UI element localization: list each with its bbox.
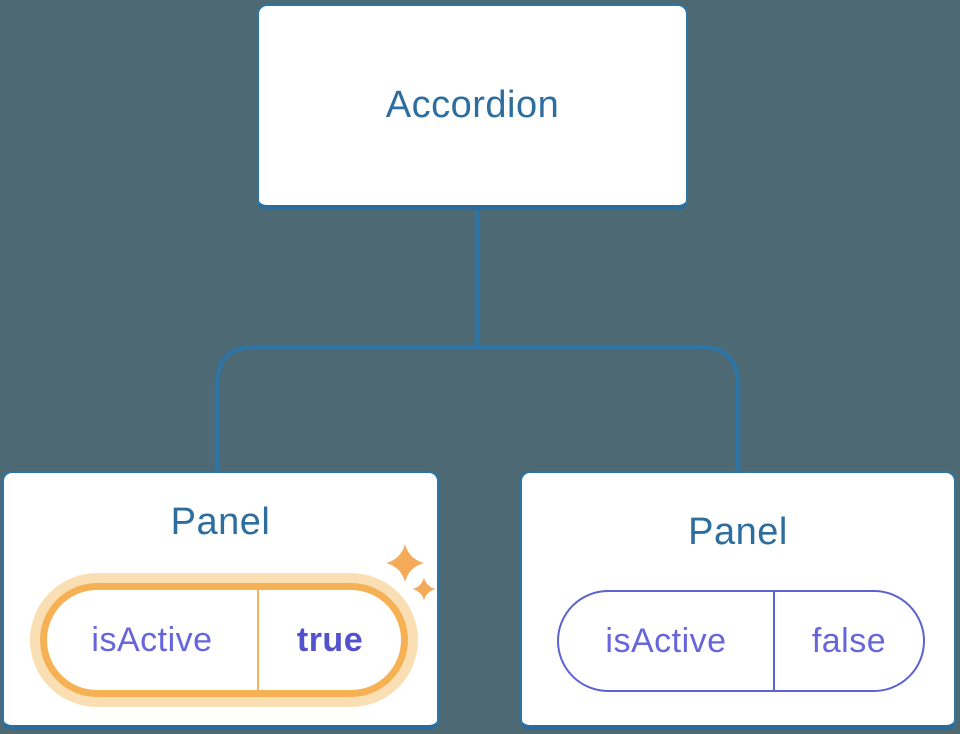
- panel-node-active: Panel isActive true: [2, 471, 439, 730]
- prop-value: false: [811, 621, 887, 660]
- accordion-node-label: Accordion: [385, 84, 560, 126]
- prop-pill-active: isActive true: [40, 583, 408, 697]
- prop-name: isActive: [47, 590, 259, 690]
- accordion-node: Accordion: [257, 4, 688, 210]
- prop-value: true: [296, 620, 364, 659]
- sparkles-icon: [386, 544, 436, 601]
- prop-pill-inactive: isActive false: [557, 590, 925, 692]
- panel-title: Panel: [170, 501, 271, 543]
- prop-name: isActive: [559, 592, 775, 690]
- panel-title: Panel: [688, 511, 788, 553]
- panel-node-inactive: Panel isActive false: [520, 471, 956, 730]
